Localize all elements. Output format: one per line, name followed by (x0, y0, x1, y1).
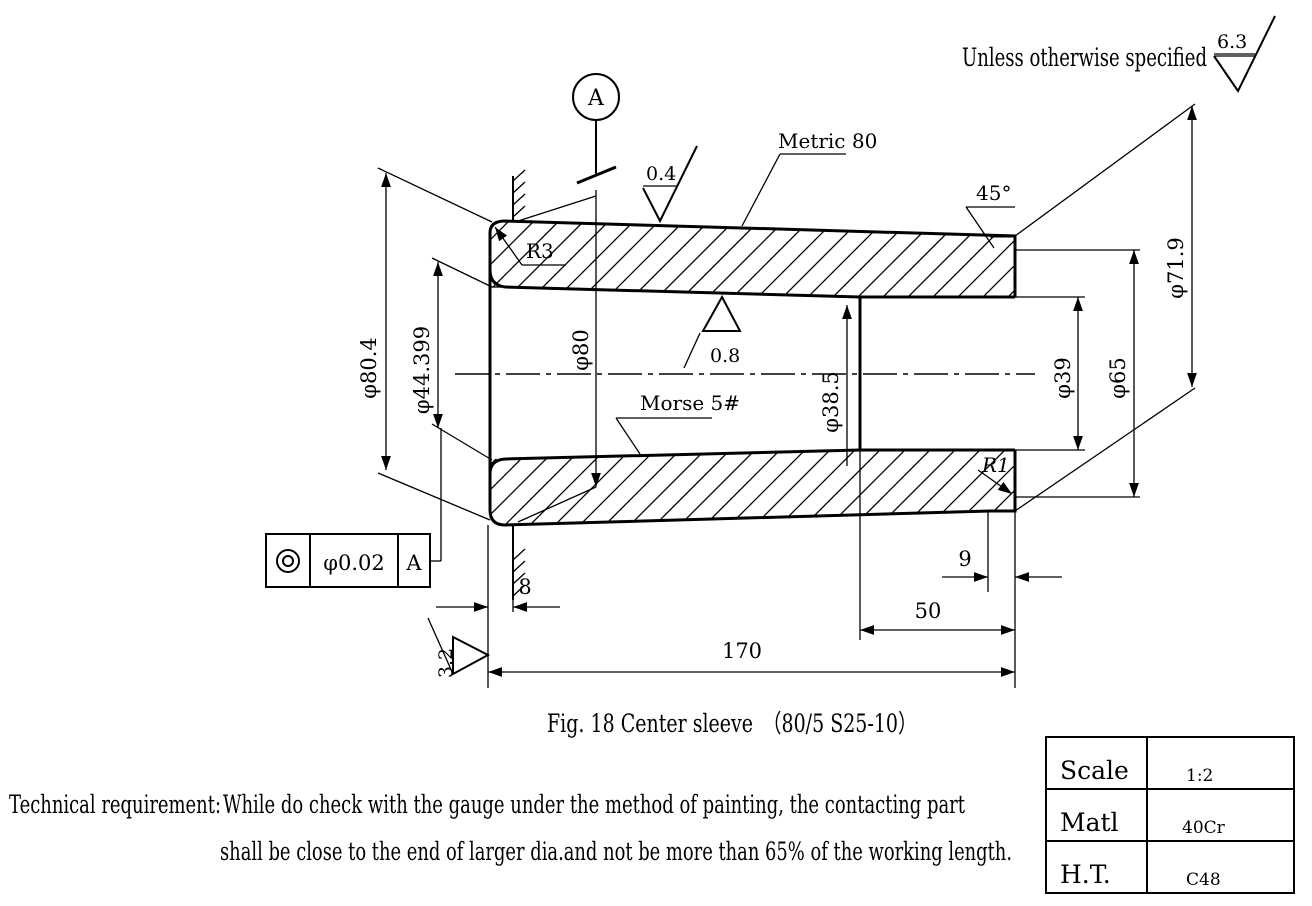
general-roughness-value: 6.3 (1217, 31, 1247, 53)
dim-length-170: 170 (722, 639, 762, 663)
dim-d65: φ65 (1106, 357, 1130, 398)
hatch-line (824, 450, 911, 525)
general-roughness-note: Unless otherwise specified 6.3 (962, 15, 1276, 93)
hatch-line (999, 450, 1015, 525)
title-block-scale-value: 1:2 (1186, 766, 1213, 786)
title-block-scale-label: Scale (1060, 756, 1129, 785)
chamfer-angle-leader: 45° (965, 181, 1015, 249)
datum-a-letter: A (587, 86, 605, 111)
hatch-line (1100, 445, 1185, 530)
r3-leader: R3 (494, 226, 566, 266)
dim-d38-5: φ38.5 (819, 371, 843, 432)
hatch-line (549, 450, 636, 525)
hatch-line (899, 221, 991, 297)
hatch-line (1075, 215, 1165, 305)
title-block-matl-label: Matl (1060, 808, 1119, 837)
hatch-line (1075, 445, 1160, 530)
hatch-line (490, 221, 491, 297)
hatch-line (674, 450, 761, 525)
radius-r1-label: R1 (981, 453, 1010, 477)
chamfer-angle-label: 45° (976, 181, 1011, 205)
tolerance-datum: A (405, 551, 422, 575)
dimension-lines (381, 106, 1197, 677)
roughness-outer-value: 0.4 (646, 163, 676, 185)
hatch-line (599, 450, 686, 525)
dim-length-9: 9 (958, 547, 971, 571)
hatch-line (499, 450, 586, 525)
thread-label: Metric 80 (778, 129, 877, 153)
dim-d39: φ39 (1051, 357, 1075, 398)
hatch-line (724, 450, 811, 525)
hatch-line (799, 221, 891, 297)
dim-d44-399: φ44.399 (410, 326, 434, 414)
technical-requirement: Technical requirement: While do check wi… (9, 790, 1012, 866)
tolerance-value: φ0.02 (323, 551, 384, 575)
tech-req-line-2: shall be close to the end of larger dia.… (220, 837, 1012, 866)
hatch-line (899, 450, 986, 525)
title-block-ht-value: C48 (1186, 870, 1221, 890)
hatch-line (490, 221, 541, 297)
taper-leader: Morse 5# (615, 391, 740, 455)
datum-ground-symbol (512, 169, 597, 600)
hatch-line (490, 221, 566, 297)
hatch-line (849, 221, 941, 297)
hatch-line (874, 450, 961, 525)
hatch-line (624, 450, 711, 525)
roughness-outer-symbol: 0.4 (642, 145, 698, 224)
roughness-end-face-symbol: 3.2 (427, 617, 491, 678)
radius-r3-label: R3 (526, 239, 554, 263)
hatch-line (749, 450, 836, 525)
roughness-bore-symbol: 0.8 (683, 294, 742, 369)
tech-req-heading: Technical requirement: (9, 790, 221, 819)
title-block: Scale 1:2 Matl 40Cr H.T. C48 (1045, 736, 1295, 894)
part-outline (488, 219, 1017, 527)
hatch-line (874, 221, 966, 297)
hatch-line (924, 221, 1015, 297)
hatch-line (849, 450, 936, 525)
r1-leader: R1 (977, 453, 1013, 495)
thread-leader: Metric 80 (741, 129, 877, 227)
dim-length-8: 8 (518, 575, 531, 599)
hatch-line (974, 221, 1015, 297)
title-block-ht-label: H.T. (1060, 860, 1111, 889)
hatch-line (699, 450, 786, 525)
roughness-symbol-icon (1213, 15, 1276, 93)
roughness-end-face-value: 3.2 (435, 648, 457, 678)
general-roughness-label: Unless otherwise specified (962, 43, 1207, 72)
hatch-line (649, 450, 736, 525)
hatch-line (674, 221, 766, 297)
hatch-line (949, 221, 1015, 297)
roughness-bore-value: 0.8 (710, 345, 740, 367)
dim-d71-9: φ71.9 (1164, 237, 1188, 298)
tech-req-line-1: While do check with the gauge under the … (223, 790, 965, 819)
dim-length-50: 50 (915, 599, 942, 623)
taper-label: Morse 5# (640, 391, 740, 415)
dim-d80: φ80 (569, 329, 593, 370)
concentricity-icon (276, 549, 300, 573)
hatch-line (824, 221, 916, 297)
hatch-line (574, 450, 661, 525)
hatch-line (649, 221, 741, 297)
dim-d80-4: φ80.4 (357, 337, 381, 398)
hatch-line (1025, 215, 1115, 305)
hatch-line (1025, 445, 1110, 530)
tolerance-frame: φ0.02 A (265, 428, 442, 588)
title-block-matl-value: 40Cr (1182, 818, 1226, 838)
datum-a-symbol: A (572, 73, 620, 185)
hatch-line (490, 450, 511, 525)
figure-caption: Fig. 18 Center sleeve （80/5 S25-10） (547, 709, 917, 738)
hatch-line (1050, 215, 1140, 305)
